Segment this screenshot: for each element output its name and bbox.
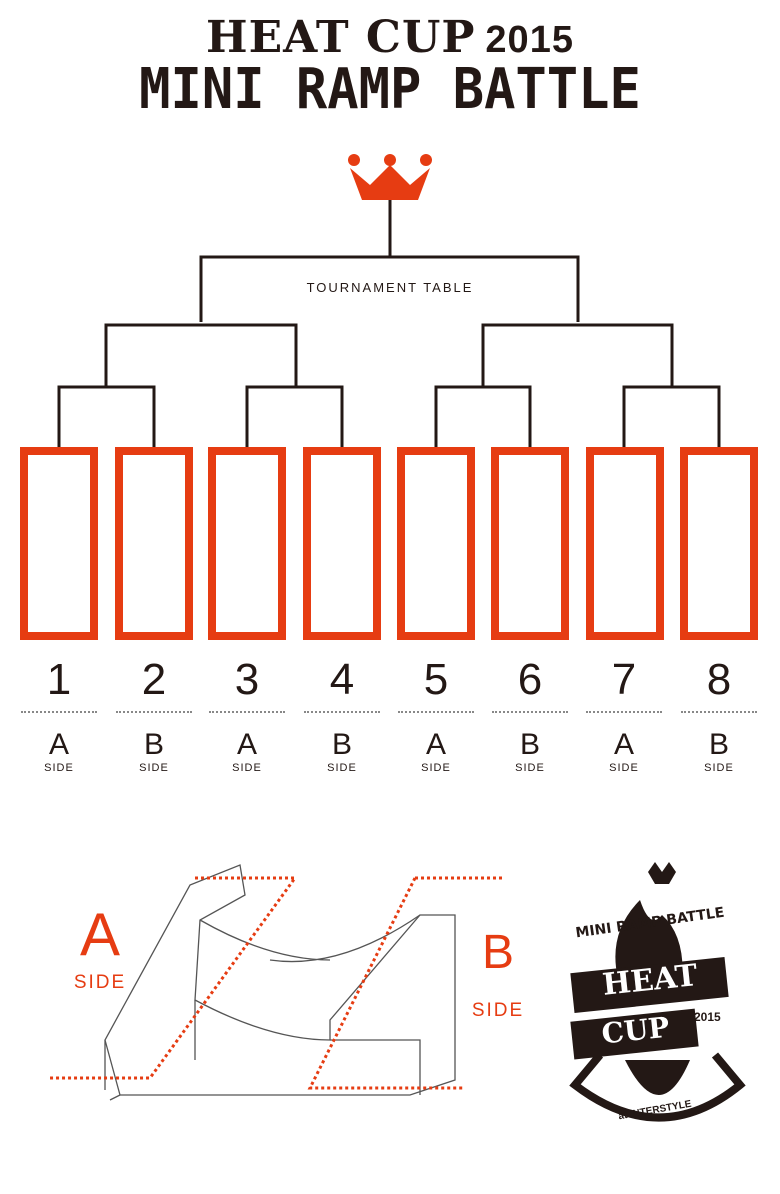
- slot-number: 8: [706, 655, 732, 704]
- slot-side-label: SIDE: [609, 762, 639, 774]
- slot-number: 7: [611, 655, 637, 704]
- slot-side: B: [519, 728, 540, 761]
- slot-side-label: SIDE: [44, 762, 74, 774]
- crown-icon: [348, 154, 432, 200]
- slot-side: A: [613, 728, 634, 761]
- slot-side-label: SIDE: [421, 762, 451, 774]
- slot-side-label: SIDE: [139, 762, 169, 774]
- title-mini-ramp-battle: MINI RAMP BATTLE: [139, 57, 641, 122]
- ramp-side-a-letter: A: [79, 901, 121, 968]
- slot-number: 3: [234, 655, 260, 704]
- divider: [586, 711, 662, 713]
- slot-side-label: SIDE: [327, 762, 357, 774]
- ramp-side-b-label: SIDE: [471, 1000, 525, 1021]
- side-b-outline: [307, 876, 505, 1090]
- slot-side-label: SIDE: [515, 762, 545, 774]
- bracket-lines: [57, 200, 721, 447]
- slot-side: A: [48, 728, 69, 761]
- event-logo: [569, 862, 746, 1122]
- divider: [681, 711, 757, 713]
- slot-side: B: [708, 728, 729, 761]
- slot-side-label: SIDE: [704, 762, 734, 774]
- divider: [21, 711, 97, 713]
- tournament-table-label: TOURNAMENT TABLE: [306, 280, 474, 295]
- divider: [304, 711, 380, 713]
- slot-side: B: [331, 728, 352, 761]
- slot-side-label: SIDE: [232, 762, 262, 774]
- slot-side: B: [143, 728, 164, 761]
- divider: [492, 711, 568, 713]
- divider: [116, 711, 192, 713]
- slot-number: 5: [423, 655, 449, 704]
- slot-side: A: [236, 728, 257, 761]
- slot-side: A: [425, 728, 446, 761]
- title-text: HEAT CUP: [206, 12, 476, 63]
- title-year: 2015: [485, 19, 574, 61]
- ramp-side-a-label: SIDE: [73, 972, 127, 993]
- slot-number: 6: [517, 655, 543, 704]
- ramp-sketch: [104, 864, 456, 1101]
- slot-number: 2: [141, 655, 167, 704]
- ramp-side-b-letter: B: [481, 926, 514, 979]
- divider: [209, 711, 285, 713]
- divider: [398, 711, 474, 713]
- slot-number: 4: [329, 655, 355, 704]
- logo-year-text: 2015: [694, 1010, 721, 1024]
- slot-number: 1: [46, 655, 72, 704]
- side-a-outline: [50, 876, 298, 1080]
- entry-boxes: [20, 447, 758, 640]
